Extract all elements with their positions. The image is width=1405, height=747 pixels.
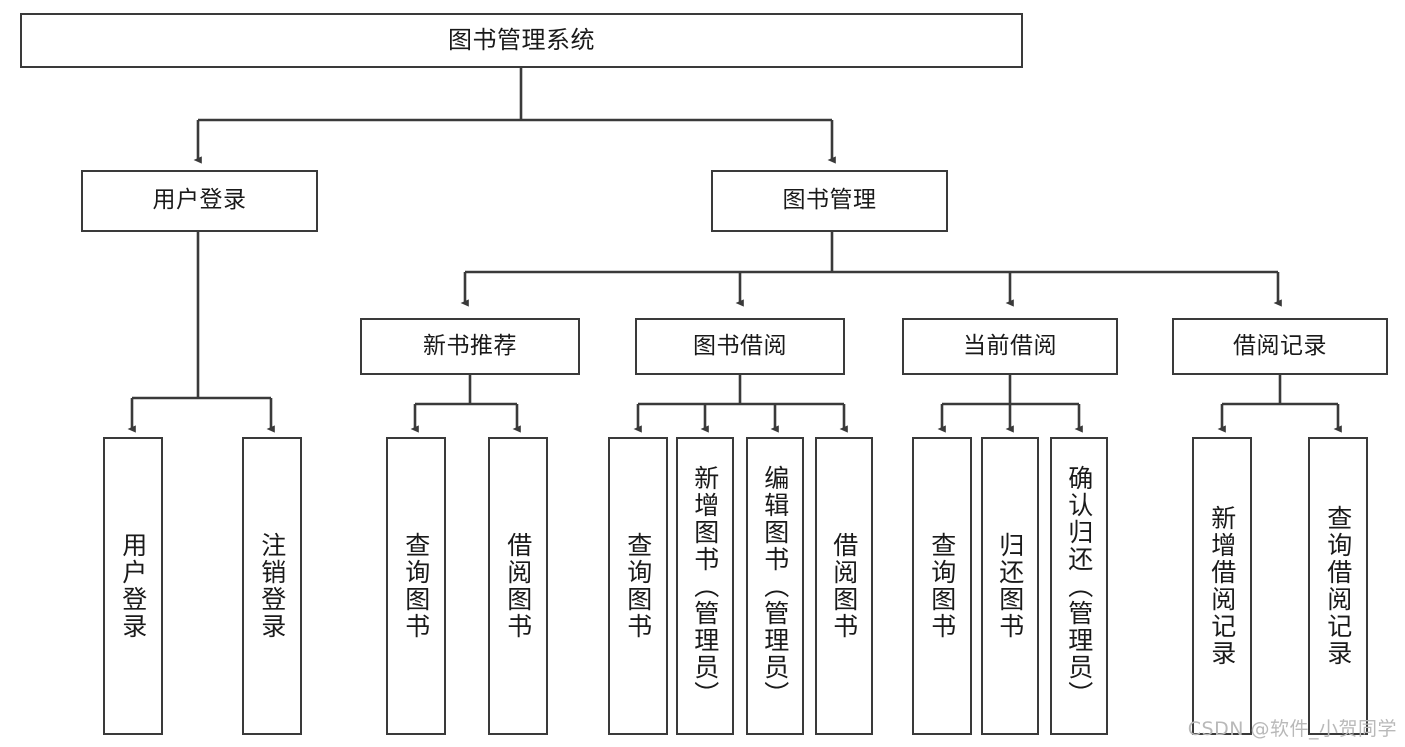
leaf-add-book[interactable]: 新增图书（管理员） xyxy=(676,437,734,735)
leaf-user-login[interactable]: 用户登录 xyxy=(103,437,163,735)
node-label: 图书借阅 xyxy=(693,332,787,359)
leaf-query-book-recommend[interactable]: 查询图书 xyxy=(386,437,446,735)
node-user-login[interactable]: 用户登录 xyxy=(81,170,318,232)
node-label: 图书管理 xyxy=(782,187,877,214)
node-label: 当前借阅 xyxy=(963,332,1057,359)
node-label: 新书推荐 xyxy=(423,332,517,359)
node-label: 新增借阅记录 xyxy=(1207,505,1237,667)
node-label: 归还图书 xyxy=(995,532,1025,640)
leaf-return-book[interactable]: 归还图书 xyxy=(981,437,1039,735)
leaf-confirm-return[interactable]: 确认归还（管理员） xyxy=(1050,437,1108,735)
node-label: 用户登录 xyxy=(152,187,247,214)
leaf-query-book-current[interactable]: 查询图书 xyxy=(912,437,972,735)
node-label: 编辑图书（管理员） xyxy=(760,464,790,708)
leaf-add-borrow-record[interactable]: 新增借阅记录 xyxy=(1192,437,1252,735)
node-label: 查询图书 xyxy=(401,532,431,640)
leaf-logout-login[interactable]: 注销登录 xyxy=(242,437,302,735)
leaf-borrow-book[interactable]: 借阅图书 xyxy=(815,437,873,735)
node-label: 用户登录 xyxy=(118,532,148,640)
node-label: 注销登录 xyxy=(257,532,287,640)
node-new-book-recommend[interactable]: 新书推荐 xyxy=(360,318,580,375)
node-book-management-system[interactable]: 图书管理系统 xyxy=(20,13,1023,68)
node-label: 图书管理系统 xyxy=(448,26,595,55)
node-label: 借阅记录 xyxy=(1233,332,1327,359)
node-label: 查询借阅记录 xyxy=(1323,505,1353,667)
node-label: 借阅图书 xyxy=(503,532,533,640)
leaf-borrow-book-recommend[interactable]: 借阅图书 xyxy=(488,437,548,735)
node-label: 查询图书 xyxy=(623,532,653,640)
leaf-query-borrow-record[interactable]: 查询借阅记录 xyxy=(1308,437,1368,735)
node-current-borrow[interactable]: 当前借阅 xyxy=(902,318,1118,375)
leaf-edit-book[interactable]: 编辑图书（管理员） xyxy=(746,437,804,735)
node-book-borrow[interactable]: 图书借阅 xyxy=(635,318,845,375)
leaf-query-book-borrow[interactable]: 查询图书 xyxy=(608,437,668,735)
node-borrow-record[interactable]: 借阅记录 xyxy=(1172,318,1388,375)
node-label: 新增图书（管理员） xyxy=(690,464,720,708)
node-label: 确认归还（管理员） xyxy=(1064,464,1094,708)
node-label: 借阅图书 xyxy=(829,532,859,640)
node-book-manage[interactable]: 图书管理 xyxy=(711,170,948,232)
node-label: 查询图书 xyxy=(927,532,957,640)
